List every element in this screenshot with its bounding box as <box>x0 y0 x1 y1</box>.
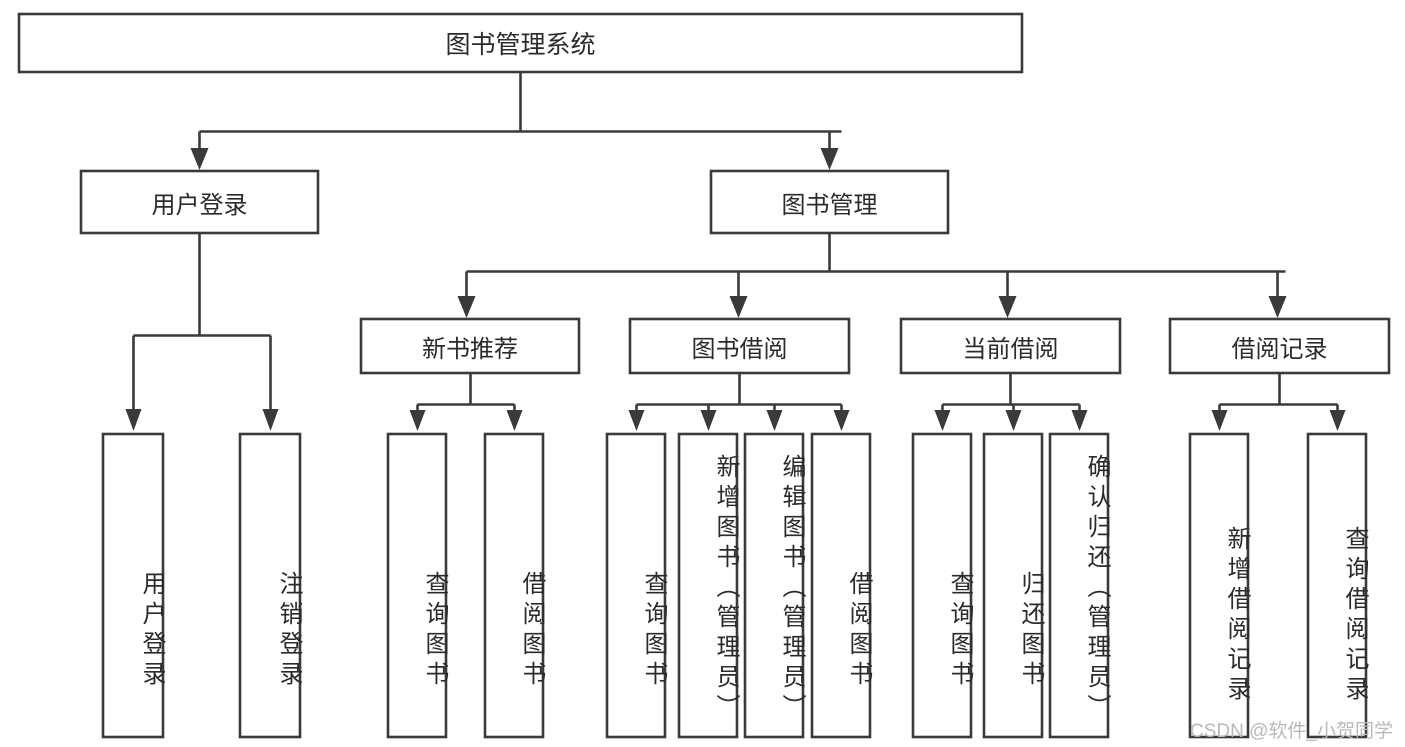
leaf-label-nb-borrow-book: 借阅图书 <box>518 571 545 692</box>
node-box-book-borrow[interactable] <box>628 317 851 375</box>
arrow-head-nb-query <box>409 410 426 431</box>
leaf-box-bb-add-book[interactable] <box>677 432 739 739</box>
arrow-head-new-book <box>457 296 476 318</box>
arrow-head-bb-query <box>628 410 645 431</box>
arrow-head-nb-borrow <box>506 410 523 431</box>
leaf-label-br-query-record: 查询借阅记录 <box>1341 526 1368 707</box>
connectors-borrow-record-to-leaves <box>1211 373 1346 431</box>
leaf-box-cb-query-book[interactable] <box>911 432 973 739</box>
arrow-head-bb-add <box>700 410 717 431</box>
arrow-head-br-query <box>1329 410 1346 431</box>
node-box-user-login[interactable] <box>79 169 320 235</box>
node-box-root[interactable] <box>17 12 1024 74</box>
leaf-label-user-login: 用户登录 <box>138 571 165 692</box>
node-box-current-borrow[interactable] <box>899 317 1122 375</box>
connectors-root-to-level2 <box>190 72 842 170</box>
arrow-head-user-login <box>190 148 209 170</box>
node-label-new-book-recommend: 新书推荐 <box>422 335 518 363</box>
leaf-box-cb-return-book[interactable] <box>982 432 1044 739</box>
leaf-box-logout[interactable] <box>238 432 302 739</box>
connectors-book-mgmt-to-level3 <box>457 233 1287 318</box>
leaf-label-cb-query-book: 查询图书 <box>946 571 973 692</box>
leaf-label-cb-confirm-return: 确认归还（管理员） <box>1083 453 1110 724</box>
connectors-book-borrow-to-leaves <box>628 373 850 431</box>
node-box-book-management[interactable] <box>709 169 950 235</box>
node-label-current-borrow: 当前借阅 <box>962 335 1059 363</box>
arrow-head-leaf-user-login <box>125 409 142 431</box>
connectors-current-borrow-to-leaves <box>934 373 1088 431</box>
arrow-head-cb-confirm <box>1071 410 1088 431</box>
leaf-box-nb-query-book[interactable] <box>386 432 448 739</box>
arrow-head-book-mgmt <box>820 148 839 170</box>
leaf-label-bb-edit-book: 编辑图书（管理员） <box>778 453 805 724</box>
leaf-label-logout: 注销登录 <box>275 571 302 692</box>
leaf-label-br-add-record: 新增借阅记录 <box>1223 526 1250 707</box>
node-label-borrow-record: 借阅记录 <box>1231 335 1328 363</box>
node-box-new-book-recommend[interactable] <box>359 317 581 375</box>
connectors-user-login-to-leaves <box>125 233 279 431</box>
leaf-box-user-login[interactable] <box>101 432 165 739</box>
arrow-head-cb-return <box>1005 410 1022 431</box>
arrow-head-bb-edit <box>766 410 783 431</box>
arrow-head-borrow-record <box>1268 296 1287 318</box>
arrow-head-leaf-logout <box>262 409 279 431</box>
arrow-head-br-add <box>1211 410 1228 431</box>
node-label-book-management: 图书管理 <box>781 191 878 219</box>
leaf-box-br-query-record[interactable] <box>1306 432 1368 739</box>
leaf-box-bb-borrow-book[interactable] <box>810 432 872 739</box>
arrow-head-bb-borrow <box>833 410 850 431</box>
connectors-new-book-to-leaves <box>409 373 523 431</box>
leaf-box-nb-borrow-book[interactable] <box>483 432 545 739</box>
node-label-root: 图书管理系统 <box>445 31 596 59</box>
leaf-label-bb-borrow-book: 借阅图书 <box>845 571 872 692</box>
leaf-label-nb-query-book: 查询图书 <box>421 571 448 692</box>
node-label-user-login: 用户登录 <box>151 191 248 219</box>
leaf-label-cb-return-book: 归还图书 <box>1017 571 1044 692</box>
leaf-box-bb-query-book[interactable] <box>605 432 667 739</box>
node-box-borrow-record[interactable] <box>1168 317 1391 375</box>
arrow-head-book-borrow <box>729 296 748 318</box>
leaf-label-bb-add-book: 新增图书（管理员） <box>712 453 739 724</box>
leaf-box-cb-confirm-return[interactable] <box>1048 432 1110 739</box>
arrow-head-current-borrow <box>998 296 1017 318</box>
leaf-label-bb-query-book: 查询图书 <box>640 571 667 692</box>
leaf-box-bb-edit-book[interactable] <box>743 432 805 739</box>
leaf-box-br-add-record[interactable] <box>1188 432 1250 739</box>
arrow-head-cb-query <box>934 410 951 431</box>
node-label-book-borrow: 图书借阅 <box>691 335 788 363</box>
